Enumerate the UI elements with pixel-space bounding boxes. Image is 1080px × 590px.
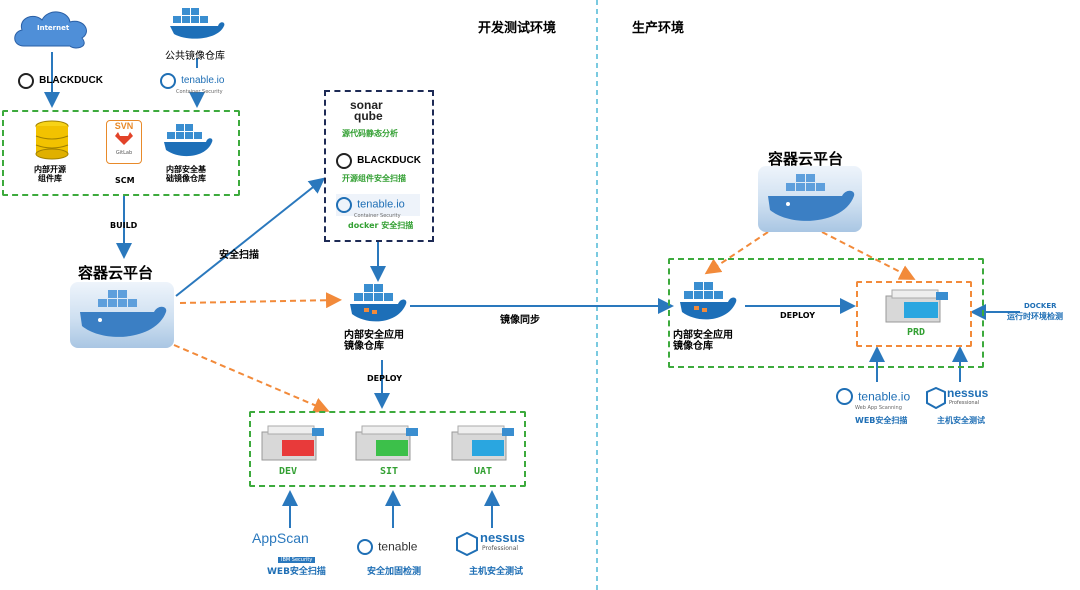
build-sources-box bbox=[2, 110, 240, 196]
appscan-desc: WEB安全扫描 bbox=[267, 567, 326, 577]
database-icon bbox=[34, 120, 70, 160]
sonar-desc: 源代码静态分析 bbox=[342, 129, 398, 138]
env-uat-label: UAT bbox=[474, 466, 493, 477]
dev-environments-box bbox=[249, 411, 526, 487]
blackduck-logo-scan: BLACKDUCK bbox=[336, 150, 421, 169]
blackduck-desc: 开源组件安全扫描 bbox=[342, 174, 406, 183]
app-repo-docker-icon bbox=[348, 280, 408, 328]
orange-arrow-prod-repo bbox=[704, 231, 769, 275]
arrow-security-scan bbox=[175, 177, 326, 297]
nessus-desc-dev: 主机安全测试 bbox=[469, 567, 524, 577]
public-repo-docker-icon bbox=[168, 4, 226, 42]
prod-app-repo-label: 内部安全应用 镜像仓库 bbox=[673, 330, 733, 352]
tenable-io-logo-scan: tenable.io Container Security bbox=[336, 194, 420, 219]
cloud-platform-whale-image bbox=[70, 282, 174, 348]
tenable-desc-dev: 安全加固检测 bbox=[367, 567, 422, 577]
orange-arrow-to-envs bbox=[173, 344, 330, 413]
prod-nessus-logo: nessus Professional bbox=[926, 386, 996, 412]
prod-cloud-platform-title: 容器云平台 bbox=[768, 150, 844, 168]
code-scan-box bbox=[324, 90, 434, 242]
internet-cloud-icon: Internet bbox=[10, 8, 92, 52]
tenable-io-logo-top: tenable.io Container Security bbox=[160, 70, 232, 95]
env-prd-server-icon bbox=[882, 288, 952, 324]
prod-tenable-desc: WEB安全扫描 bbox=[855, 416, 908, 425]
base-repo-docker-icon bbox=[162, 120, 214, 162]
security-scan-label: 安全扫描 bbox=[219, 250, 259, 261]
env-prd-label: PRD bbox=[907, 327, 926, 338]
env-uat-server-icon bbox=[448, 422, 518, 462]
prd-box bbox=[856, 281, 972, 347]
tenable-logo: tenable bbox=[357, 536, 417, 555]
orange-arrow-prod-prd bbox=[821, 231, 916, 280]
svn-gitlab-icon: SVN GitLab bbox=[106, 120, 142, 164]
docker-check-line2: 运行时环境检测 bbox=[1007, 312, 1063, 321]
prod-nessus-desc: 主机安全测试 bbox=[937, 416, 985, 425]
section-title-production: 生产环境 bbox=[632, 21, 685, 36]
section-title-dev-test: 开发测试环境 bbox=[478, 21, 557, 36]
deploy-label-prod: DEPLOY bbox=[780, 311, 816, 320]
docker-check-line1: DOCKER bbox=[1024, 302, 1057, 310]
tenable-desc: docker 安全扫描 bbox=[348, 221, 414, 230]
orange-arrow-to-repo bbox=[179, 292, 342, 309]
build-label: BUILD bbox=[110, 221, 138, 230]
appscan-logo: AppScan IBM Security bbox=[252, 530, 334, 563]
oss-lib-label: 内部开源 组件库 bbox=[34, 165, 66, 183]
public-repo-label: 公共镜像仓库 bbox=[165, 51, 225, 62]
sonarqube-logo: sonar qube bbox=[350, 98, 383, 123]
env-sit-server-icon bbox=[352, 422, 422, 462]
prod-environment-box bbox=[668, 258, 984, 368]
nessus-logo: nessus Professional bbox=[456, 530, 536, 556]
app-repo-label: 内部安全应用 镜像仓库 bbox=[344, 330, 404, 352]
prod-cloud-platform-whale-image bbox=[758, 166, 862, 232]
env-dev-label: DEV bbox=[279, 466, 298, 477]
prod-app-repo-docker-icon bbox=[678, 278, 738, 326]
env-dev-server-icon bbox=[258, 422, 328, 462]
cloud-platform-title: 容器云平台 bbox=[78, 264, 154, 282]
base-repo-label: 内部安全基 础镜像仓库 bbox=[166, 165, 206, 183]
tenable-io-was-logo: tenable.io Web App Scanning bbox=[836, 386, 920, 411]
deploy-label-dev: DEPLOY bbox=[367, 374, 403, 383]
image-sync-label: 镜像同步 bbox=[500, 315, 540, 326]
env-sit-label: SIT bbox=[380, 466, 399, 477]
blackduck-logo-top: BLACKDUCK bbox=[18, 70, 103, 89]
scm-label: SCM bbox=[115, 176, 135, 185]
